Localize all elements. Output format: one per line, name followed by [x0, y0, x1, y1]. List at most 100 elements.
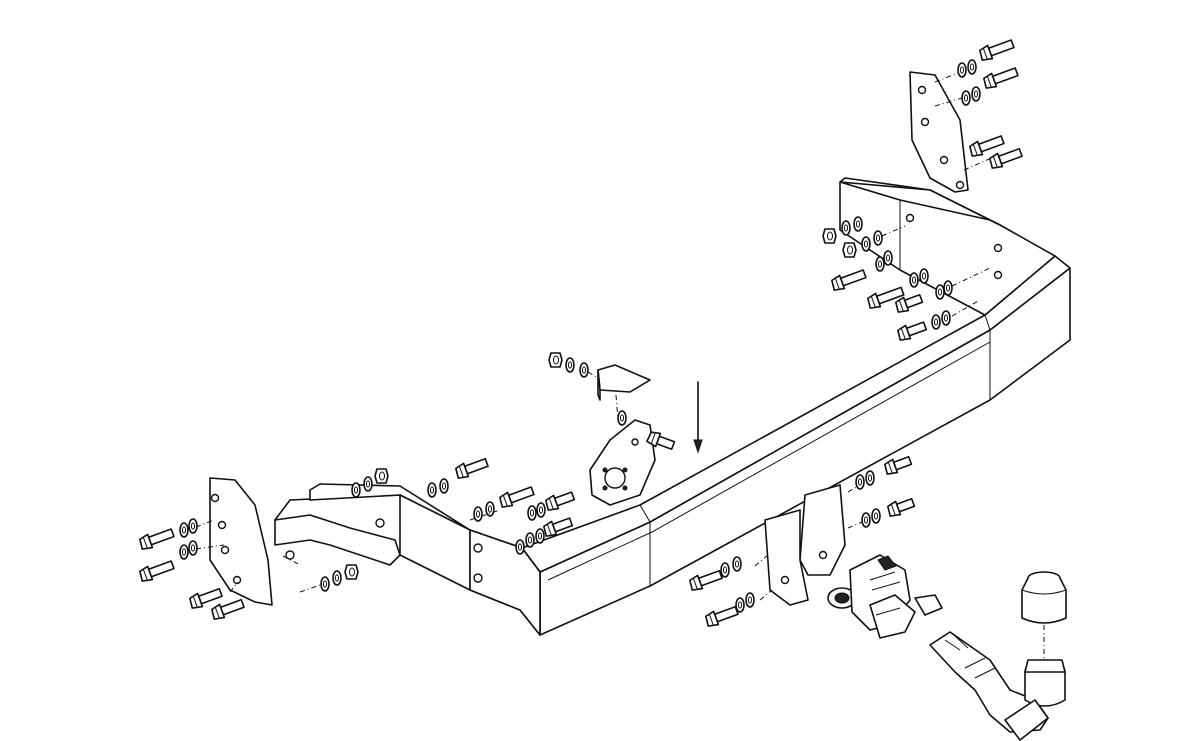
washer: [961, 90, 971, 106]
bolt-shank: [839, 269, 867, 287]
bolt-head: [545, 494, 560, 511]
tow-ball-coupling: [929, 631, 1066, 741]
washer: [179, 544, 189, 560]
bolt-head-edge: [142, 568, 148, 581]
bolt-head: [897, 324, 912, 341]
washer-hole: [945, 284, 951, 292]
bolt-shank: [991, 67, 1019, 85]
washer: [485, 501, 495, 517]
axis-line: [881, 225, 906, 237]
bolt-shank: [551, 517, 574, 533]
axis-line: [587, 371, 599, 379]
bolt-head-edge: [890, 503, 896, 516]
washer-hole: [334, 574, 340, 582]
washer: [188, 540, 198, 556]
washer: [735, 597, 745, 613]
bolt: [867, 286, 905, 309]
washer-hole: [885, 254, 891, 262]
washer-hole: [737, 601, 743, 609]
bolt-shank: [697, 569, 723, 587]
bolt-head: [543, 520, 558, 537]
washer-hole: [538, 506, 544, 514]
bolt: [545, 491, 576, 511]
bolt: [139, 528, 175, 550]
nut-hole: [379, 471, 385, 481]
bolt-shank: [197, 587, 223, 605]
bolt-shank: [987, 39, 1015, 57]
bolt: [831, 269, 867, 291]
washer: [941, 310, 951, 326]
washer-hole: [190, 544, 196, 552]
bolt-head-edge: [458, 465, 464, 478]
washer-hole: [873, 512, 879, 520]
washer: [909, 272, 919, 288]
bolt-head-edge: [214, 606, 220, 619]
washer: [943, 280, 953, 296]
washer-hole: [722, 566, 728, 574]
washer: [971, 86, 981, 102]
washer: [931, 314, 941, 330]
washer-hole: [959, 66, 965, 74]
washer: [536, 502, 546, 518]
washer-hole: [937, 288, 943, 296]
washer-hole: [863, 240, 869, 248]
washer-hole: [943, 314, 949, 322]
washer-hole: [619, 414, 625, 422]
bolt-head: [139, 533, 154, 550]
nut-hole: [847, 245, 853, 255]
bolt-head: [139, 565, 154, 582]
washer: [527, 505, 537, 521]
washer: [861, 236, 871, 252]
bolt: [211, 598, 245, 620]
washer: [473, 506, 483, 522]
bolt-head-edge: [834, 277, 840, 290]
bolt: [983, 67, 1019, 89]
bolt-head: [895, 296, 910, 313]
bolt-head: [211, 603, 226, 620]
bolt: [887, 497, 916, 517]
washer: [873, 230, 883, 246]
bolt: [705, 605, 739, 627]
bolt-head-edge: [972, 143, 978, 156]
bolt-head-edge: [192, 595, 198, 608]
washer: [579, 362, 589, 378]
washer-hole: [441, 482, 447, 490]
bolt: [543, 517, 574, 537]
nut: [822, 228, 837, 244]
left-mounting-plate: [209, 477, 273, 606]
washer: [439, 478, 449, 494]
bolt: [989, 147, 1023, 169]
bolt-shank: [463, 457, 489, 475]
bolt-head-edge: [870, 295, 876, 308]
washer: [853, 216, 863, 232]
bolt-shank: [713, 605, 739, 623]
bolt-head: [887, 500, 902, 517]
washer: [919, 268, 929, 284]
bolt: [897, 321, 928, 341]
bolt-shank: [905, 321, 928, 337]
bolt-head-edge: [142, 536, 148, 549]
washer-hole: [181, 526, 187, 534]
washer: [883, 250, 893, 266]
washer: [875, 256, 885, 272]
bolt-head-edge: [548, 497, 554, 510]
bolt: [979, 39, 1015, 61]
bolt-head-edge: [982, 47, 988, 60]
washer-hole: [963, 94, 969, 102]
axis-line: [759, 589, 773, 601]
washer: [967, 59, 977, 75]
washer-hole: [487, 505, 493, 513]
washer: [332, 570, 342, 586]
bolt: [895, 293, 924, 313]
bolt-head-edge: [986, 75, 992, 88]
washer-hole: [911, 276, 917, 284]
bolt-head-edge: [992, 155, 998, 168]
washer-hole: [527, 536, 533, 544]
bolt-head: [499, 491, 514, 508]
axis-line: [754, 554, 769, 567]
bolt-head-edge: [546, 523, 552, 536]
washer: [427, 482, 437, 498]
nut: [374, 468, 389, 484]
bolt-head-edge: [887, 461, 893, 474]
